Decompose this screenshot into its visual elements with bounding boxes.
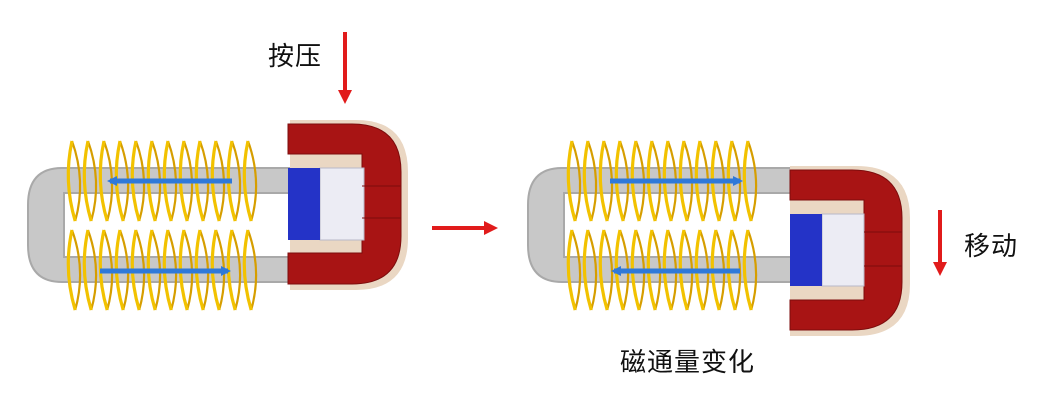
coil-turn xyxy=(598,140,609,222)
coil-turn xyxy=(566,140,577,222)
u-magnet xyxy=(789,166,910,336)
coil-turn xyxy=(246,229,258,311)
coil-turn xyxy=(742,229,753,311)
coil-turn xyxy=(230,140,242,222)
coil-turn xyxy=(586,229,598,311)
coil-lower xyxy=(66,229,258,311)
flux-change-label: 磁通量变化 xyxy=(620,348,756,378)
coil-turn xyxy=(582,140,593,222)
coil-turn xyxy=(582,229,593,311)
coil-turn xyxy=(570,140,582,222)
u-magnet xyxy=(287,120,408,290)
coil-turn xyxy=(70,140,82,222)
coil-turn xyxy=(746,229,758,311)
coil-turn xyxy=(82,140,93,222)
coil-turn xyxy=(66,229,77,311)
coil-turn xyxy=(86,140,98,222)
coil-turn xyxy=(742,140,753,222)
coil-turn xyxy=(570,229,582,311)
coil-turn xyxy=(86,229,98,311)
coil-turn xyxy=(230,229,242,311)
state-after xyxy=(527,140,947,336)
coil-turn xyxy=(70,229,82,311)
coil-turn xyxy=(242,229,253,311)
press-label: 按压 xyxy=(268,42,323,72)
coil-turn xyxy=(566,229,577,311)
state-before xyxy=(27,32,408,311)
coil-turn xyxy=(246,140,258,222)
coil-turn xyxy=(746,140,758,222)
coil-turn xyxy=(586,140,598,222)
coil-turn xyxy=(98,140,109,222)
coil-turn xyxy=(66,140,77,222)
coil-turn xyxy=(82,229,93,311)
coil-turn xyxy=(242,140,253,222)
move-label: 移动 xyxy=(964,232,1019,262)
coil-turn xyxy=(598,229,609,311)
